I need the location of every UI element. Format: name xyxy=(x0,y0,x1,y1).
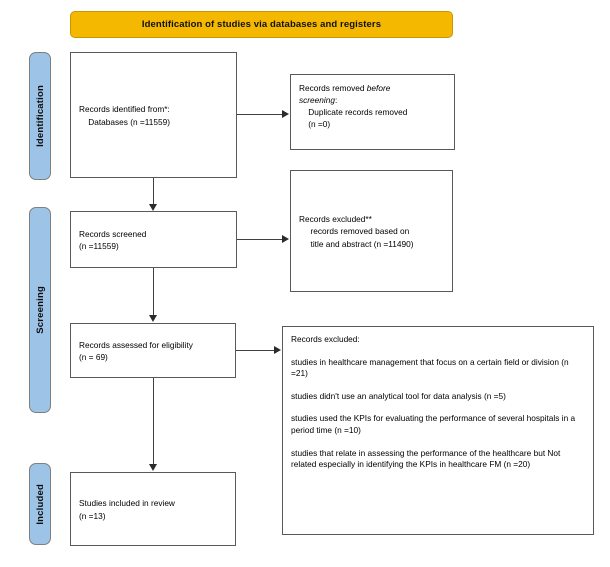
box-records-screened: Records screened (n =11559) xyxy=(70,211,237,268)
stage-label-identification: Identification xyxy=(29,52,51,180)
box-records-excluded-detail: Records excluded: studies in healthcare … xyxy=(282,326,594,535)
connector-screened-to-assessed xyxy=(153,268,154,315)
box-studies-included: Studies included in review (n =13) xyxy=(70,472,236,546)
box-records-removed-before-screening: Records removed before screening: Duplica… xyxy=(290,74,455,150)
excluded-heading: Records excluded: xyxy=(291,334,360,344)
box-studies-included-text: Studies included in review (n =13) xyxy=(79,498,175,521)
stage-label-identification-text: Identification xyxy=(34,85,46,147)
removed-tail-text: : Duplicate records removed (n =0) xyxy=(308,95,408,130)
removed-italic-screening: screening xyxy=(299,95,335,106)
banner-title: Identification of studies via databases … xyxy=(141,19,382,30)
box-records-excluded-screening-text: Records excluded** records removed based… xyxy=(299,214,414,249)
removed-italic-before: before xyxy=(366,83,391,93)
box-records-removed-text: Records removed before screening: Duplica… xyxy=(299,82,446,130)
excluded-reason-list: Records excluded: studies in healthcare … xyxy=(291,334,585,471)
arrow-screened-to-excluded xyxy=(282,235,289,243)
excluded-reason-4: studies that relate in assessing the per… xyxy=(291,447,563,470)
stage-label-screening: Screening xyxy=(29,207,51,413)
connector-assessed-to-excluded-detail xyxy=(236,350,274,351)
box-records-excluded-screening: Records excluded** records removed based… xyxy=(290,170,453,292)
stage-label-included-text: Included xyxy=(34,483,46,525)
box-records-identified: Records identified from*: Databases (n =… xyxy=(70,52,237,178)
arrow-screened-to-assessed xyxy=(149,315,157,322)
arrow-identified-to-removed xyxy=(282,110,289,118)
arrow-identified-to-screened xyxy=(149,204,157,211)
arrow-assessed-to-included xyxy=(149,464,157,471)
box-records-screened-text: Records screened (n =11559) xyxy=(79,228,147,251)
diagram-banner: Identification of studies via databases … xyxy=(70,11,453,38)
connector-assessed-to-included xyxy=(153,378,154,464)
box-records-assessed-text: Records assessed for eligibility (n = 69… xyxy=(79,339,193,362)
excluded-reason-3: studies used the KPIs for evaluating the… xyxy=(291,413,578,436)
stage-label-screening-text: Screening xyxy=(34,286,46,334)
connector-identified-to-removed xyxy=(237,114,282,115)
box-records-assessed: Records assessed for eligibility (n = 69… xyxy=(70,323,236,378)
box-records-identified-text: Records identified from*: Databases (n =… xyxy=(79,104,170,127)
arrow-assessed-to-excluded-detail xyxy=(274,346,281,354)
removed-lead-text: Records removed xyxy=(299,83,367,93)
stage-label-included: Included xyxy=(29,463,51,545)
connector-screened-to-excluded xyxy=(237,239,282,240)
excluded-reason-1: studies in healthcare management that fo… xyxy=(291,356,571,379)
excluded-reason-2: studies didn't use an analytical tool fo… xyxy=(291,390,506,401)
connector-identified-to-screened xyxy=(153,178,154,204)
